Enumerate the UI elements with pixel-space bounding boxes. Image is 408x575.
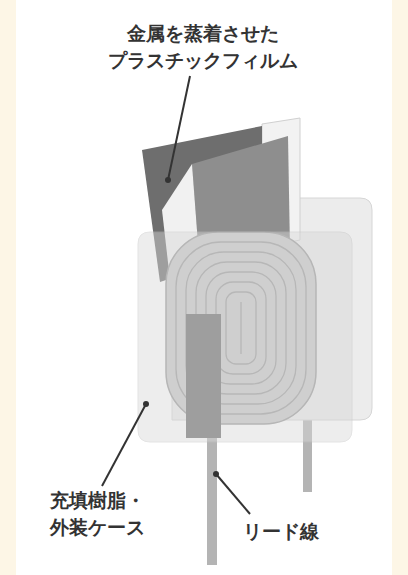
outer-case [138,232,352,442]
leader-dots [143,177,219,477]
callout-label: 金属を蒸着させた プラスチックフィルム [98,20,308,74]
leader-lines [102,76,250,514]
callout-label: 充填樹脂・ 外装ケース [50,487,160,541]
callout-label: リード線 [243,518,353,545]
panel-background [16,0,392,575]
